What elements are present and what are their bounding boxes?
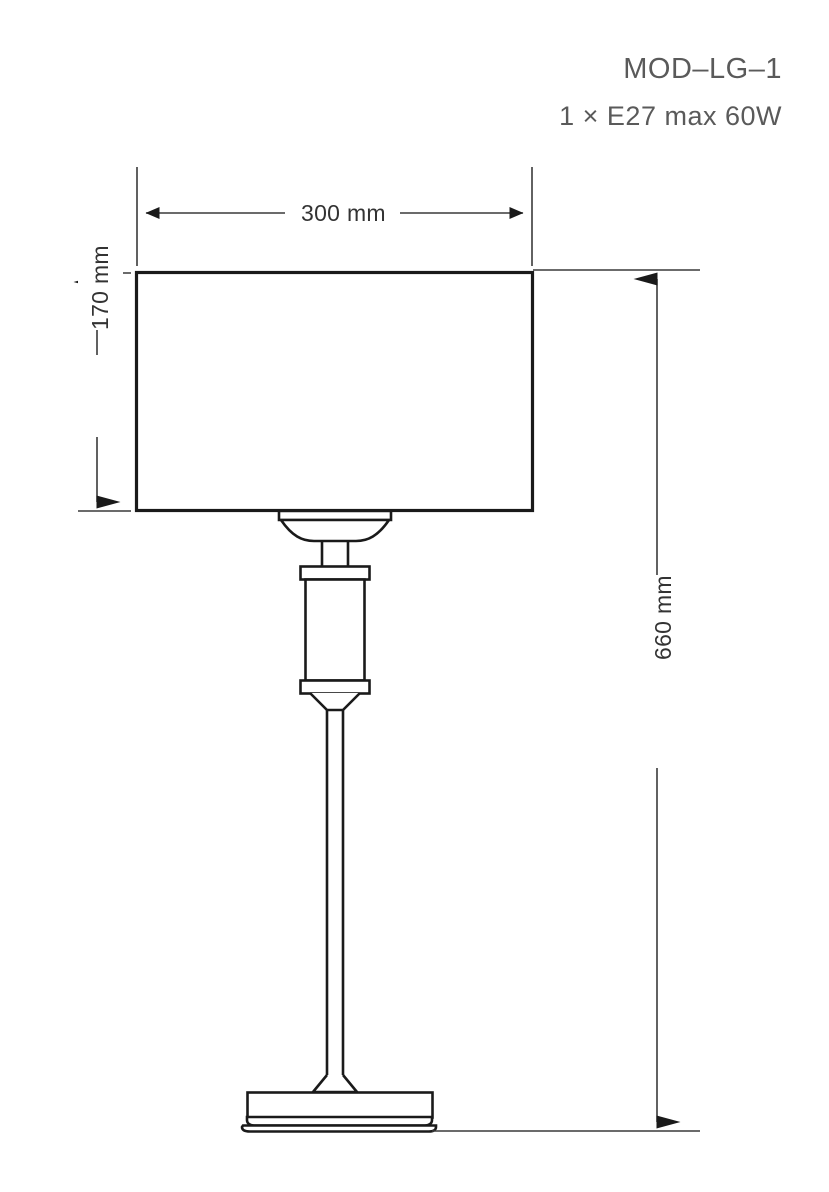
upper-neck [320, 541, 350, 566]
dimension-label-shade-height: 170 mm [78, 245, 123, 330]
cylinder-body [304, 578, 366, 682]
stem [325, 710, 345, 1075]
base-block [246, 1091, 434, 1119]
shade-saucer [277, 509, 393, 543]
dimension-label-width: 300 mm [292, 200, 395, 227]
cylinder-upper-collar [299, 565, 371, 581]
lamp-spec-label: 1 × E27 max 60W [559, 101, 782, 131]
dimension-width-300mm [136, 167, 533, 266]
dimension-label-total-height: 660 mm [641, 575, 686, 660]
stem-upper-transition [309, 692, 361, 712]
lampshade [134, 270, 535, 513]
base-tier-bottom [240, 1124, 438, 1133]
stem-lower-transition [310, 1074, 360, 1094]
cylinder-lower-collar [299, 679, 371, 695]
lamp-drawing [134, 270, 535, 1133]
model-code-label: MOD–LG–1 [623, 53, 782, 85]
